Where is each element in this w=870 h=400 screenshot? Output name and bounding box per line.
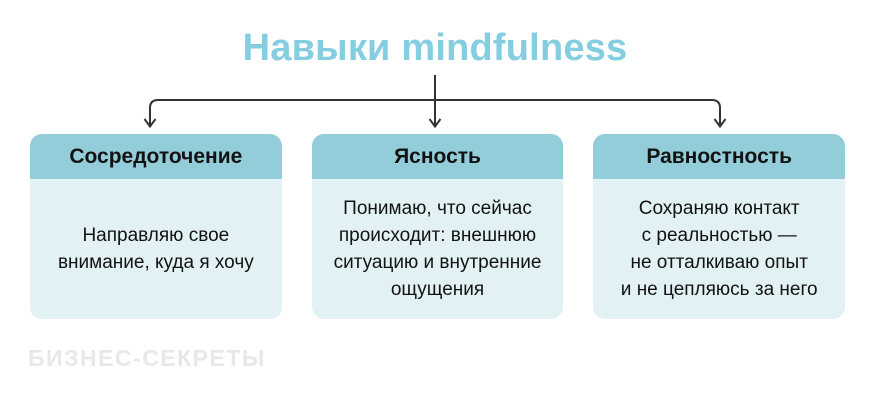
card-clarity: Ясность Понимаю, что сейчас происходит: …: [311, 134, 564, 319]
card-concentration-description: Направляю свое внимание, куда я хочу: [30, 179, 282, 319]
card-equanimity-description: Сохраняю контакт с реальностью — не отта…: [593, 179, 846, 319]
card-clarity-title: Ясность: [311, 134, 564, 179]
card-concentration: Сосредоточение Направляю свое внимание, …: [30, 134, 282, 319]
card-concentration-title: Сосредоточение: [30, 134, 282, 179]
skill-cards: Сосредоточение Направляю свое внимание, …: [30, 134, 846, 319]
card-clarity-description: Понимаю, что сейчас происходит: внешнюю …: [311, 179, 564, 319]
branch-arrows-icon: [143, 75, 727, 129]
card-equanimity: Равностность Сохраняю контакт с реальнос…: [593, 134, 846, 319]
page-title: Навыки mindfulness: [242, 27, 628, 69]
watermark: БИЗНЕС-СЕКРЕТЫ: [28, 345, 266, 371]
card-equanimity-title: Равностность: [593, 134, 846, 179]
